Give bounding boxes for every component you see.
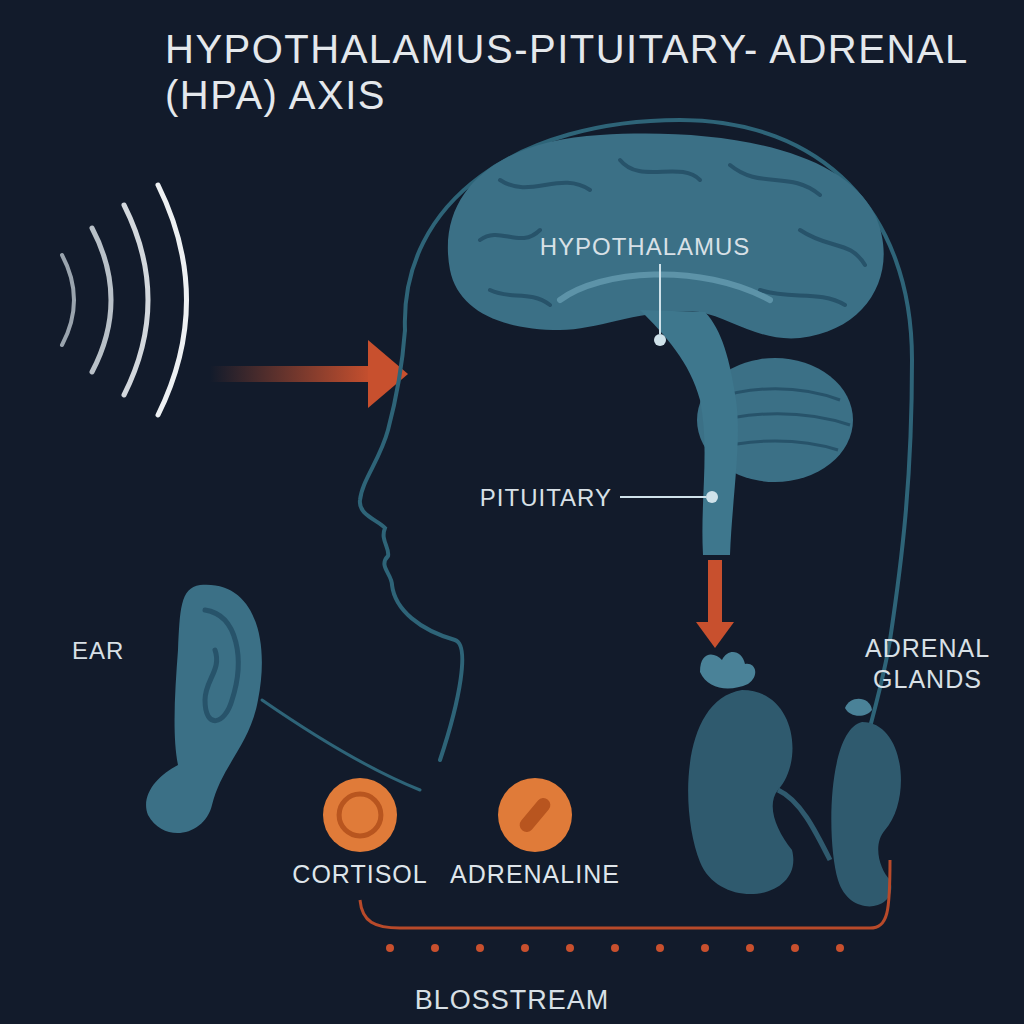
- hormone-name: CORTISOL: [289, 859, 431, 889]
- part-label: EAR: [72, 636, 124, 666]
- brain: [448, 134, 884, 555]
- head-outline: [262, 120, 912, 800]
- flow-label: BLOSSTREAM: [415, 984, 610, 1018]
- hormone-circle: [322, 777, 398, 853]
- signal-arrow: [696, 560, 734, 648]
- part-label: ADRENAL GLANDS: [845, 633, 1010, 696]
- hormone-circle: [497, 777, 573, 853]
- diagram-title: HYPOTHALAMUS-PITUITARY- ADRENAL (HPA) AX…: [165, 26, 985, 118]
- sound-waves: [62, 185, 187, 415]
- region-label: PITUITARY: [480, 483, 612, 513]
- input-arrow: [210, 340, 408, 408]
- hormone-node: ADRENALINE: [447, 777, 623, 889]
- region-label: HYPOTHALAMUS: [540, 232, 751, 262]
- adrenal-kidneys: [688, 652, 901, 906]
- hormone-name: ADRENALINE: [447, 859, 623, 889]
- bloodstream: [360, 860, 890, 952]
- ear: [146, 585, 262, 833]
- hormone-node: CORTISOL: [289, 777, 431, 889]
